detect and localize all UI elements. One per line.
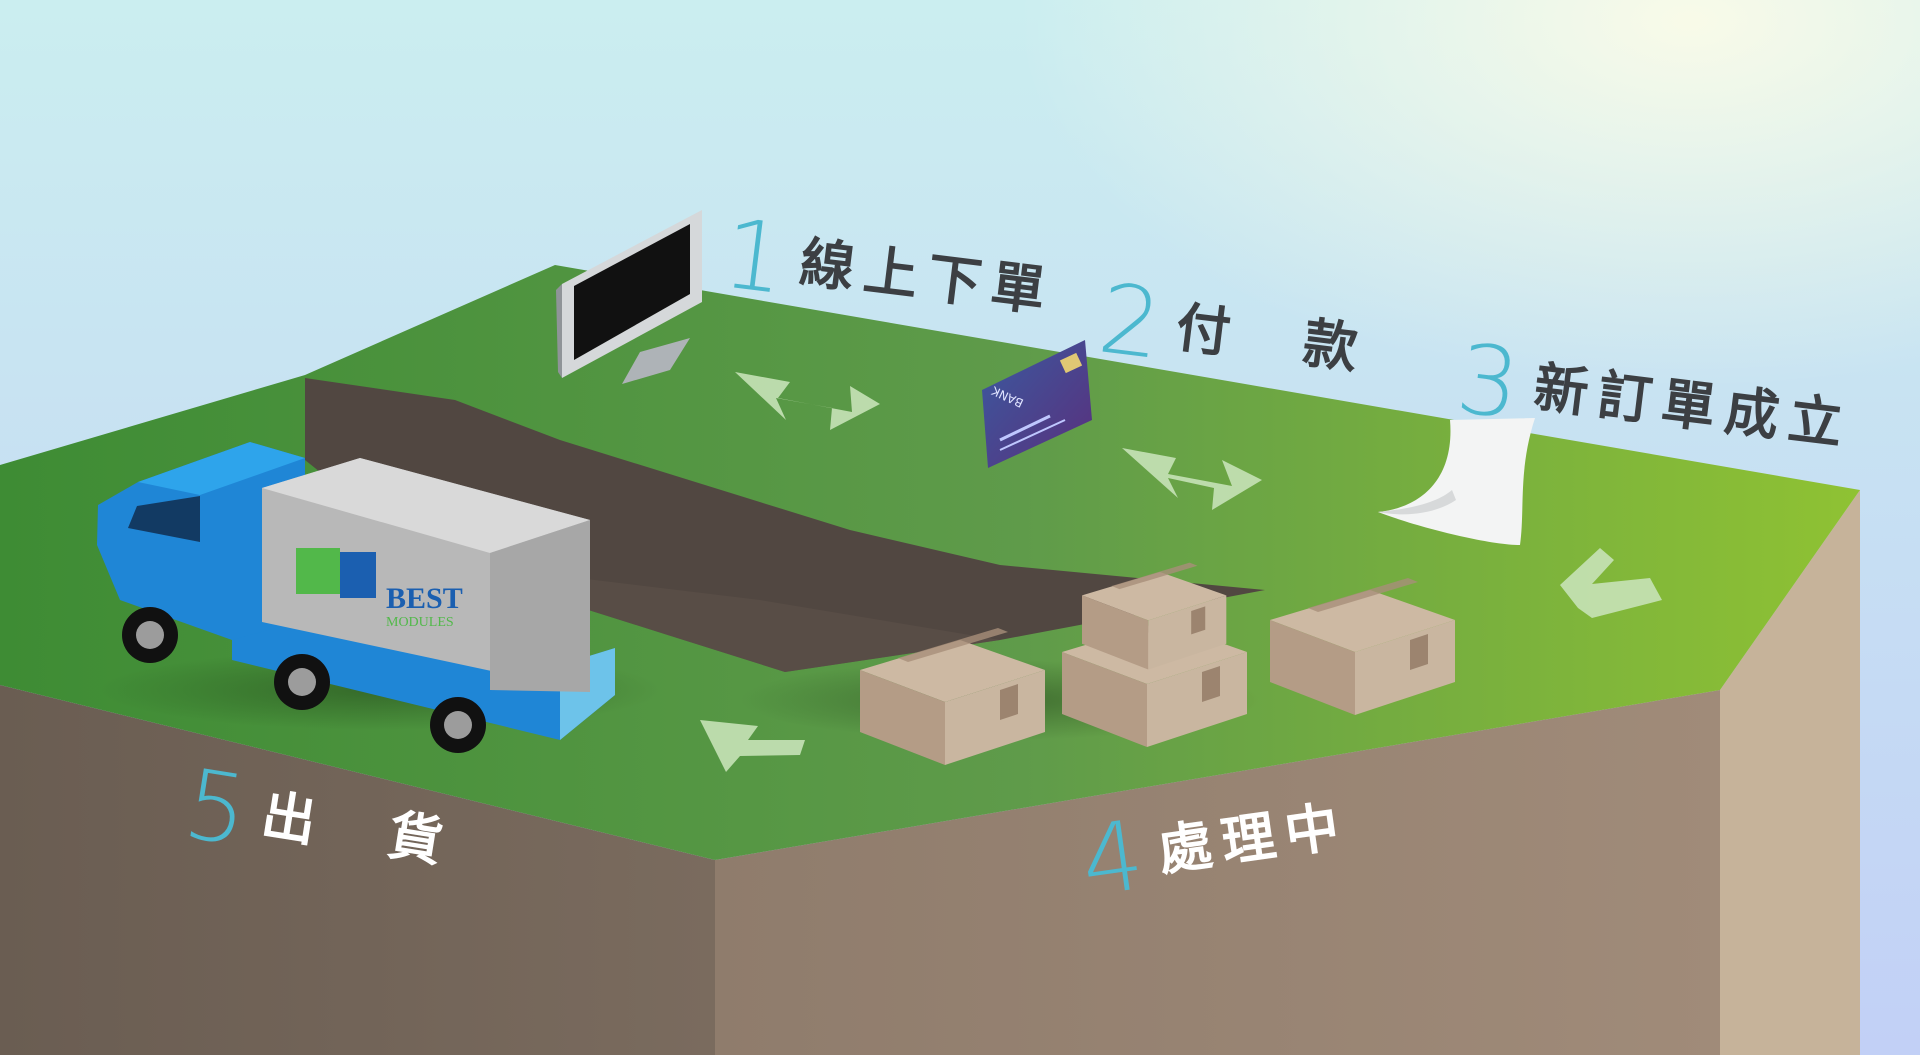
soil-right-face [1720, 490, 1860, 1055]
delivery-truck-icon: BEST MODULES [97, 442, 660, 753]
logo-text-modules: MODULES [386, 615, 454, 630]
arrow-right-2 [1122, 448, 1262, 510]
arrow-down-3 [1560, 548, 1662, 618]
step-3-label: 新訂單成立 [1530, 355, 1857, 458]
company-logo: BEST MODULES [296, 548, 463, 630]
soil-front-face [715, 690, 1720, 1055]
step-4-label: 處理中 [1153, 793, 1353, 883]
step-2-label: 付 款 [1172, 295, 1371, 382]
soil-left-face [0, 685, 715, 1055]
paper-order-icon [1378, 418, 1535, 545]
arrow-right-1 [735, 372, 880, 430]
logo-text-best: BEST [386, 582, 463, 615]
step-2-number: 2 [1093, 262, 1168, 382]
step-5-label: 出 貨 [257, 783, 457, 876]
bank-card-icon: BANK [982, 340, 1092, 468]
step-4-number: 4 [1074, 799, 1151, 919]
step-3-number: 3 [1451, 322, 1526, 442]
cardboard-boxes [740, 562, 1455, 765]
arrow-left-4 [700, 720, 805, 772]
step-1-number: 1 [717, 197, 792, 317]
pit-wall [305, 378, 1265, 672]
step-1-label: 線上下單 [796, 230, 1059, 325]
monitor-icon [556, 210, 702, 384]
